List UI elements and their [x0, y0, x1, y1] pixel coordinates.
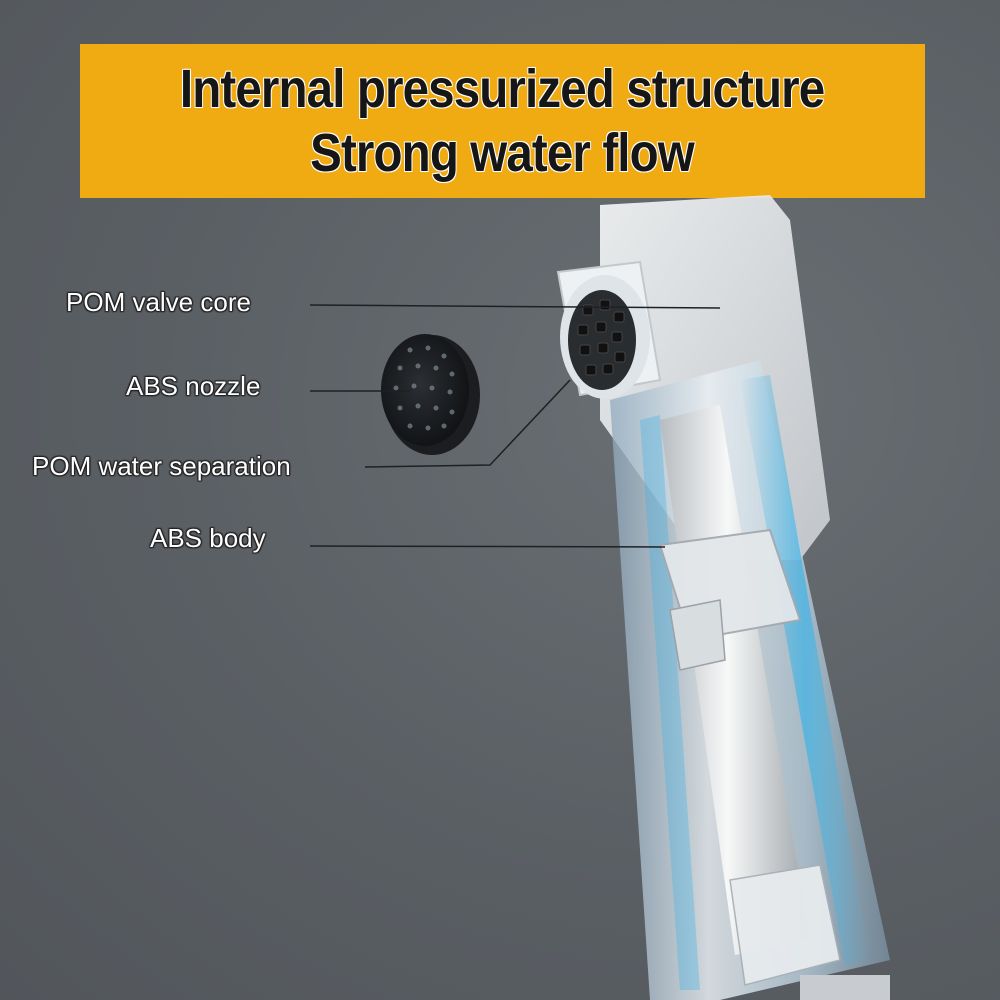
shower-handle: [600, 195, 890, 1000]
leader-valve-core: [309, 304, 721, 309]
title-banner: Internal pressurized structure Strong wa…: [80, 44, 925, 198]
label-pom-water-separation: POM water separation: [32, 451, 291, 481]
leader-lines: [309, 304, 721, 548]
label-pom-valve-core: POM valve core: [66, 287, 251, 317]
banner-title-line-2: Strong water flow: [310, 123, 696, 183]
abs-nozzle-disc: [381, 334, 480, 455]
head-face: [556, 260, 662, 399]
label-abs-body: ABS body: [150, 523, 266, 553]
leader-body: [309, 545, 666, 548]
label-abs-nozzle: ABS nozzle: [126, 371, 261, 401]
banner-title-line-1: Internal pressurized structure: [180, 59, 825, 119]
leader-water-separation: [364, 379, 571, 468]
